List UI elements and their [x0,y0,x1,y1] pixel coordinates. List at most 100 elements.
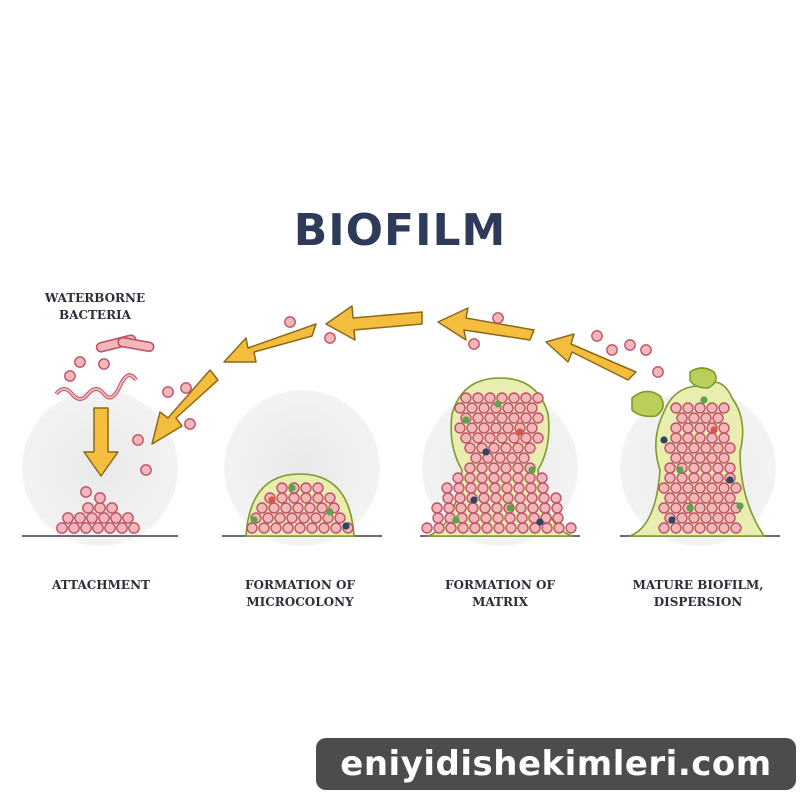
coccus-bacterium [694,522,706,534]
coccus-bacterium [706,522,718,534]
coccus-bacterium [512,472,524,484]
coccus-bacterium [712,492,724,504]
coccus-bacterium [682,482,694,494]
coccus-bacterium [718,502,730,514]
coccus-bacterium [532,392,544,404]
coccus-bacterium [514,402,526,414]
coccus-bacterium [62,512,74,524]
coccus-bacterium [80,522,92,534]
coccus-bacterium [551,502,563,514]
coccus-bacterium [64,370,76,382]
coccus-bacterium [484,432,496,444]
coccus-bacterium [670,402,682,414]
stage-label-line: FORMATION OF [445,578,555,592]
coccus-bacterium [524,472,536,484]
coccus-bacterium [652,366,664,378]
coccus-bacterium [513,482,525,494]
matrix-dot [494,400,502,408]
coccus-bacterium [478,422,490,434]
coccus-bacterium [465,482,477,494]
coccus-bacterium [664,442,676,454]
coccus-bacterium [505,522,517,534]
coccus-bacterium [98,358,110,370]
coccus-bacterium [694,502,706,514]
matrix-dot [326,508,334,516]
coccus-bacterium [421,522,433,534]
coccus-bacterium [488,472,500,484]
coccus-bacterium [454,422,466,434]
coccus-bacterium [490,422,502,434]
coccus-bacterium [94,492,106,504]
coccus-bacterium [316,502,328,514]
coccus-bacterium [724,512,736,524]
mature-biofilm-top-blob [689,367,717,389]
coccus-bacterium [712,412,724,424]
coccus-bacterium [464,472,476,484]
matrix-dot [660,436,668,444]
coccus-bacterium [466,402,478,414]
arrow-left-icon [325,305,423,341]
matrix-dot [516,428,524,436]
coccus-bacterium [492,512,504,524]
coccus-bacterium [180,382,192,394]
coccus-bacterium [442,492,454,504]
coccus-bacterium [452,472,464,484]
coccus-bacterium [526,492,538,504]
coccus-bacterium [472,412,484,424]
coccus-bacterium [514,492,526,504]
coccus-bacterium [664,472,676,484]
coccus-bacterium [476,472,488,484]
coccus-bacterium [268,502,280,514]
coccus-bacterium [468,512,480,524]
coccus-bacterium [443,502,455,514]
coccus-bacterium [688,472,700,484]
coccus-bacterium [552,512,564,524]
coccus-bacterium [525,482,537,494]
coccus-bacterium [493,522,505,534]
matrix-dot [676,466,684,474]
coccus-bacterium [712,512,724,524]
coccus-bacterium [658,522,670,534]
coccus-bacterium [516,512,528,524]
coccus-bacterium [706,452,718,464]
coccus-bacterium [457,522,469,534]
coccus-bacterium [276,492,288,504]
coccus-bacterium [455,502,467,514]
coccus-bacterium [80,486,92,498]
coccus-bacterium [445,522,457,534]
coccus-bacterium [518,452,530,464]
coccus-bacterium [520,392,532,404]
matrix-dot [452,516,460,524]
coccus-bacterium [464,442,476,454]
coccus-bacterium [300,492,312,504]
stage-label-line: MATURE BIOFILM, [632,578,764,592]
matrix-dots [250,396,744,530]
coccus-bacterium [553,522,565,534]
coccus-bacterium [706,432,718,444]
spiral-bacterium-inner [55,374,137,400]
coccus-bacterium [624,339,636,351]
coccus-bacterium [700,472,712,484]
coccus-bacterium [712,442,724,454]
coccus-bacterium [284,316,296,328]
stage-label-line: MATRIX [472,595,528,609]
coccus-bacterium [492,312,504,324]
coccus-bacterium [116,522,128,534]
coccus-bacterium [310,512,322,524]
coccus-bacterium [676,492,688,504]
coccus-bacterium [700,462,712,474]
coccus-bacterium [256,502,268,514]
coccus-bacterium [500,472,512,484]
coccus-bacterium [706,482,718,494]
coccus-bacterium [470,452,482,464]
coccus-bacterium [477,482,489,494]
coccus-bacterium [306,522,318,534]
coccus-bacterium [106,502,118,514]
coccus-bacterium [670,522,682,534]
coccus-bacterium [670,452,682,464]
coccus-bacterium [488,462,500,474]
coccus-bacterium [694,482,706,494]
coccus-bacterium [431,502,443,514]
matrix-dot [482,448,490,456]
matrix-dot [462,416,470,424]
